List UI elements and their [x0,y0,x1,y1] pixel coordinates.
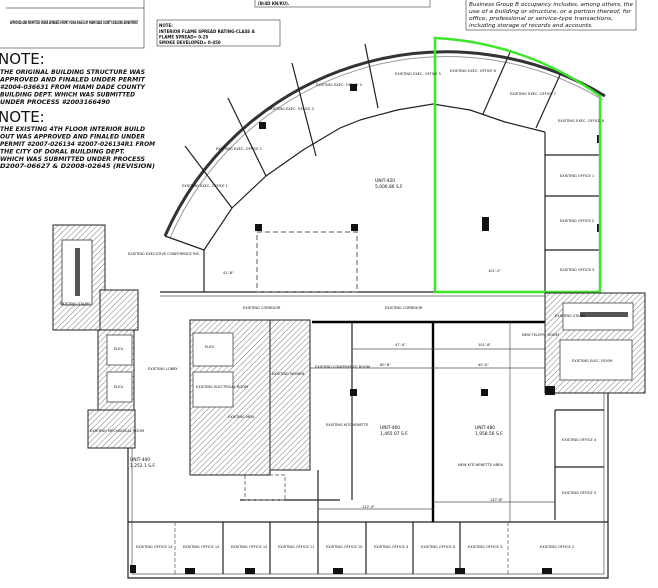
svg-text:EXISTING OFFICE 3: EXISTING OFFICE 3 [560,268,594,272]
unit-420-name[interactable]: UNIT-420 [375,178,395,184]
flame-spread-note: NOTE: INTERIOR FLAME SPREAD RATING-CLASS… [156,19,281,47]
occupancy-note: Business Group B occupancy includes, amo… [465,0,637,31]
svg-text:EXISTING LOBBY: EXISTING LOBBY [148,367,178,371]
note-interior-buildout: NOTE: THE EXISTING 4TH FLOOR INTERIOR BU… [0,108,156,170]
unit-480-name[interactable]: UNIT-480 [475,425,495,431]
unit-460-area: 1,465.07 S.F. [380,431,408,437]
svg-text:EXISTING ELEC. ROOM: EXISTING ELEC. ROOM [572,359,613,363]
room-label: EXISTING EXEC. OFFICE 6 [450,69,497,73]
svg-text:EXISTING KITCHENETTE: EXISTING KITCHENETTE [326,423,369,427]
svg-text:47'-4": 47'-4" [395,343,406,347]
svg-text:#2004-036631 FROM MIAMI DADE C: #2004-036631 FROM MIAMI DADE COUNTY [0,83,146,91]
svg-text:EXISTING EXECUTIVE CONFERENCE: EXISTING EXECUTIVE CONFERENCE RM. [128,252,200,256]
svg-text:ELEV.: ELEV. [114,347,124,351]
svg-text:EXISTING OFFICE 4: EXISTING OFFICE 4 [562,438,597,442]
svg-text:EXISTING CORRIDOR: EXISTING CORRIDOR [243,306,281,310]
note-original-structure: NOTE: THE ORIGINAL BUILDING STRUCTURE WA… [0,50,146,106]
hatched-cores [52,224,646,476]
svg-text:OUT WAS APPROVED AND FINALED U: OUT WAS APPROVED AND FINALED UNDER [0,133,145,141]
svg-text:60'-8": 60'-8" [380,363,391,367]
svg-text:NOTE:: NOTE: [0,108,45,126]
svg-text:WHICH WAS SUBMITTED UNDER PROC: WHICH WAS SUBMITTED UNDER PROCESS [0,155,145,163]
svg-text:EXISTING OFFICE 3: EXISTING OFFICE 3 [468,545,502,549]
svg-text:(B/4D KN/KU).: (B/4D KN/KU). [258,1,290,6]
svg-text:APPROVED AND FINALED UNDER PER: APPROVED AND FINALED UNDER PERMIT [0,76,146,84]
svg-text:EXISTING CONFERENCE ROOM: EXISTING CONFERENCE ROOM [315,365,370,369]
unit-460-name[interactable]: UNIT-460 [380,425,400,431]
svg-text:101'-8": 101'-8" [478,343,491,347]
svg-text:use of a building or structure: use of a building or structure, or a por… [469,9,632,15]
approval-box: APPROVED AND PERMITTED UNDER SEPARATE PE… [0,0,145,49]
room-label: EXISTING EXEC. OFFICE 2 [216,147,262,151]
svg-text:EXISTING MECHANICAL ROOM: EXISTING MECHANICAL ROOM [90,429,144,433]
svg-text:EXISTING OFFICE 14: EXISTING OFFICE 14 [136,545,173,549]
svg-text:office, professional or servic: office, professional or service-type tra… [469,16,613,22]
svg-text:PERMIT #2007-026134 #2007-0261: PERMIT #2007-026134 #2007-026134R1 FROM [0,140,156,148]
mechanical-room [87,409,136,449]
svg-text:EXISTING OFFICE 2: EXISTING OFFICE 2 [540,545,574,549]
svg-text:EXISTING OFFICE 13: EXISTING OFFICE 13 [183,545,219,549]
svg-text:NEW TELEPH. ROOM: NEW TELEPH. ROOM [522,333,559,337]
svg-text:EXISTING OFFICE 10: EXISTING OFFICE 10 [326,545,363,549]
unit-labels: UNIT-420 5,006.86 S.F. UNIT-400 1,252.1 … [130,178,503,469]
svg-text:including storage of records a: including storage of records and account… [469,23,593,29]
svg-text:EXISTING OFFICE 5: EXISTING OFFICE 5 [562,491,596,495]
svg-text:BUILDING DEPT. WHICH WAS SUBMI: BUILDING DEPT. WHICH WAS SUBMITTED [0,91,136,99]
room-label: EXISTING EXEC. OFFICE 5 [395,72,441,76]
svg-text:EXISTING STAIRS: EXISTING STAIRS [60,302,91,306]
room-label: EXISTING EXEC. OFFICE 3 [268,107,314,111]
svg-text:EXISTING OFFICE 2: EXISTING OFFICE 2 [560,219,594,223]
room-label: EXISTING EXEC. OFFICE 7 [510,92,556,96]
top-mid-box: (B/4D KN/KU). [254,0,431,8]
svg-text:EXISTING CORRIDOR: EXISTING CORRIDOR [385,306,423,310]
svg-text:EXISTING OFFICE 1: EXISTING OFFICE 1 [560,174,594,178]
svg-text:FLAME SPREAD= 0-25: FLAME SPREAD= 0-25 [159,35,208,40]
unit-480-area: 1,958.56 S.F. [475,431,503,437]
svg-text:41'-8": 41'-8" [223,271,234,275]
room-label: EXISTING EXEC. OFFICE 1 [182,184,228,188]
curved-wing-walls [160,43,606,297]
svg-text:EXISTING OFFICE 8: EXISTING OFFICE 8 [421,545,456,549]
dimension-labels: 41'-8" 101'-2" 122'-4" 137'-8" 47'-4" 10… [223,269,503,509]
svg-text:THE EXISTING 4TH FLOOR INTERIO: THE EXISTING 4TH FLOOR INTERIOR BUILD [0,125,146,133]
bottom-office-labels: EXISTING OFFICE 14 EXISTING OFFICE 13 EX… [136,545,574,549]
svg-text:EXISTING ELECTRICAL ROOM: EXISTING ELECTRICAL ROOM [196,385,248,389]
unit-400-name[interactable]: UNIT-400 [130,457,150,463]
svg-text:UNDER PROCESS #2003166490: UNDER PROCESS #2003166490 [0,98,111,106]
svg-text:EXISTING OFFICE 12: EXISTING OFFICE 12 [231,545,267,549]
approval-text: APPROVED AND PERMITTED UNDER SEPARATE PE… [10,20,138,25]
right-office-labels: EXISTING OFFICE 1 EXISTING OFFICE 2 EXIS… [560,174,597,495]
lower-block-walls [127,320,609,579]
svg-text:NOTE:: NOTE: [0,50,45,68]
room-labels: EXISTING EXECUTIVE CONFERENCE RM. EXISTI… [60,252,613,467]
svg-text:D2007-06627 & D2008-02645 (REV: D2007-06627 & D2008-02645 (REVISION) [0,162,155,170]
svg-text:Business Group B occupancy inc: Business Group B occupancy includes, amo… [469,2,634,8]
unit-420-highlight[interactable] [433,36,602,294]
exec-office-labels: EXISTING EXEC. OFFICE 1 EXISTING EXEC. O… [182,69,605,188]
room-label: EXISTING EXEC. OFFICE 4 [316,83,363,87]
svg-text:THE CITY OF DORAL BUILDING DEP: THE CITY OF DORAL BUILDING DEPT. [0,148,125,156]
svg-text:EXISTING STAIRS: EXISTING STAIRS [555,314,586,318]
svg-text:INTERIOR FLAME SPREAD RATING-C: INTERIOR FLAME SPREAD RATING-CLASS A [159,29,256,34]
svg-text:137'-8": 137'-8" [490,498,503,502]
svg-text:40'-0": 40'-0" [478,363,489,367]
svg-text:101'-2": 101'-2" [488,269,501,273]
svg-text:EXISTING OFFICE 11: EXISTING OFFICE 11 [278,545,314,549]
svg-text:NOTE:: NOTE: [159,23,173,28]
svg-text:EXISTING OFFICE 4: EXISTING OFFICE 4 [374,545,409,549]
svg-text:EXISTING WOMEN: EXISTING WOMEN [272,372,305,376]
svg-text:NEW KITCHENETTE AREA: NEW KITCHENETTE AREA [458,463,503,467]
svg-text:122'-4": 122'-4" [362,505,375,509]
svg-text:EXISTING MEN: EXISTING MEN [228,415,254,419]
unit-420-area: 5,006.86 S.F. [375,184,403,190]
svg-text:THE ORIGINAL BUILDING STRUCTUR: THE ORIGINAL BUILDING STRUCTURE WAS [0,68,145,76]
svg-text:SMOKE DEVELOPED= 0-450: SMOKE DEVELOPED= 0-450 [159,40,221,45]
svg-text:ELEV.: ELEV. [114,385,124,389]
svg-text:ELEV.: ELEV. [205,345,215,349]
unit-400-area: 1,252.1 S.F. [130,463,156,469]
room-label: EXISTING EXEC. OFFICE 8 [558,119,605,123]
